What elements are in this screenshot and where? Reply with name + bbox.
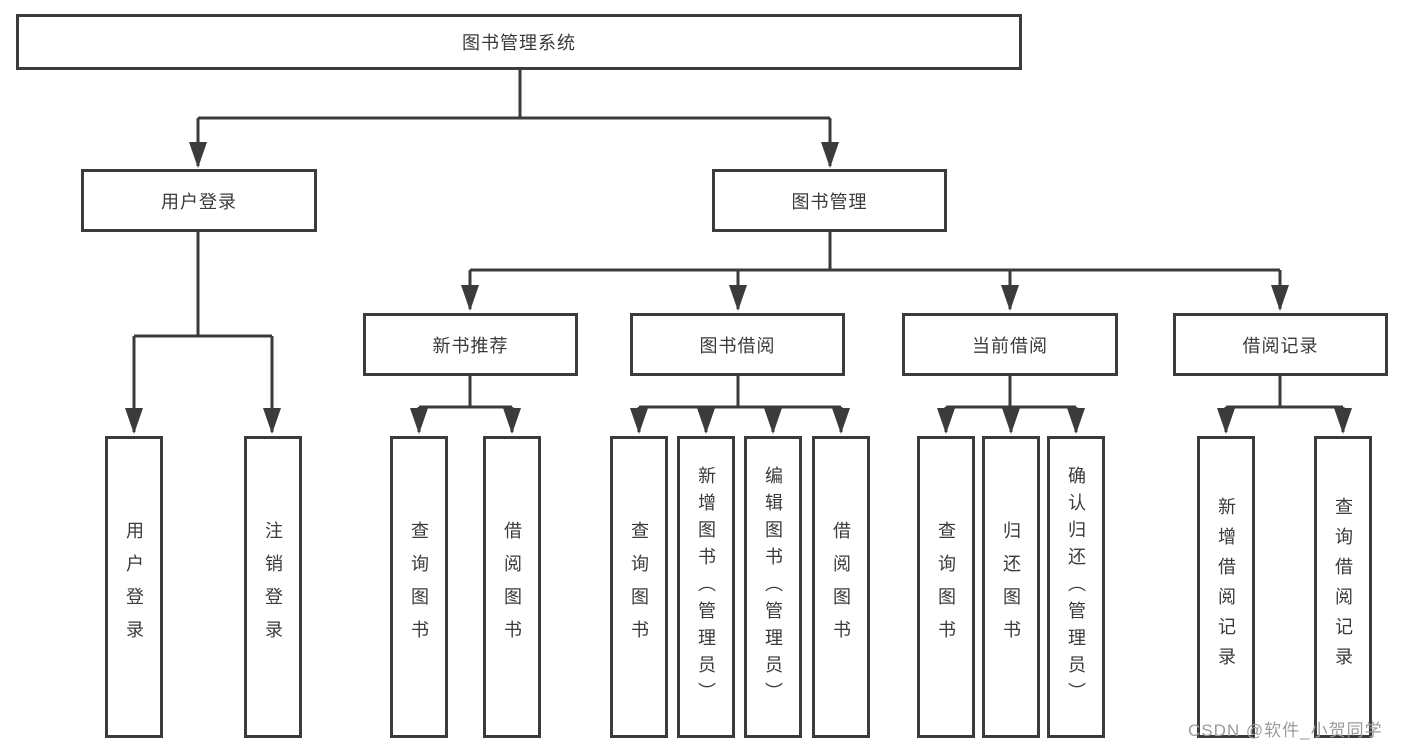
leaf-query-borrow-record: 查询借阅记录 [1314, 436, 1372, 738]
leaf-confirm-return-admin: 确认归还（管理员） [1047, 436, 1105, 738]
node-label: 当前借阅 [972, 335, 1048, 356]
node-user-login: 用户登录 [81, 169, 317, 232]
leaf-label: 新增图书（管理员） [696, 465, 716, 709]
leaf-label: 确认归还（管理员） [1066, 465, 1086, 709]
node-label: 图书管理 [791, 191, 868, 212]
leaf-label: 归还图书 [1001, 521, 1021, 653]
node-label: 图书借阅 [699, 335, 776, 356]
leaf-label: 借阅图书 [502, 521, 522, 653]
leaf-label: 查询图书 [936, 521, 956, 653]
leaf-query-books-recommend: 查询图书 [390, 436, 448, 738]
leaf-query-books-borrow: 查询图书 [610, 436, 668, 738]
node-label: 新书推荐 [432, 335, 509, 356]
leaf-label: 借阅图书 [831, 521, 851, 653]
leaf-label: 查询借阅记录 [1333, 497, 1353, 677]
leaf-return-book: 归还图书 [982, 436, 1040, 738]
csdn-watermark: CSDN @软件_小贺同学 [1188, 721, 1383, 740]
leaf-add-borrow-record: 新增借阅记录 [1197, 436, 1255, 738]
node-borrow-records: 借阅记录 [1173, 313, 1388, 376]
node-label: 借阅记录 [1242, 335, 1319, 356]
leaf-label: 新增借阅记录 [1216, 497, 1236, 677]
leaf-edit-book-admin: 编辑图书（管理员） [744, 436, 802, 738]
leaf-query-books-current: 查询图书 [917, 436, 975, 738]
leaf-logout: 注销登录 [244, 436, 302, 738]
leaf-label: 编辑图书（管理员） [763, 465, 783, 709]
node-book-management: 图书管理 [712, 169, 947, 232]
node-book-borrow: 图书借阅 [630, 313, 845, 376]
leaf-label: 注销登录 [263, 521, 283, 653]
leaf-label: 用户登录 [124, 521, 144, 653]
node-new-book-recommend: 新书推荐 [363, 313, 578, 376]
node-root-system: 图书管理系统 [16, 14, 1022, 70]
leaf-borrow-books: 借阅图书 [812, 436, 870, 738]
node-current-borrow: 当前借阅 [902, 313, 1118, 376]
node-label: 用户登录 [161, 191, 237, 212]
node-label: 图书管理系统 [462, 33, 576, 53]
leaf-label: 查询图书 [629, 521, 649, 653]
leaf-borrow-books-recommend: 借阅图书 [483, 436, 541, 738]
leaf-label: 查询图书 [409, 521, 429, 653]
leaf-user-login: 用户登录 [105, 436, 163, 738]
leaf-add-book-admin: 新增图书（管理员） [677, 436, 735, 738]
